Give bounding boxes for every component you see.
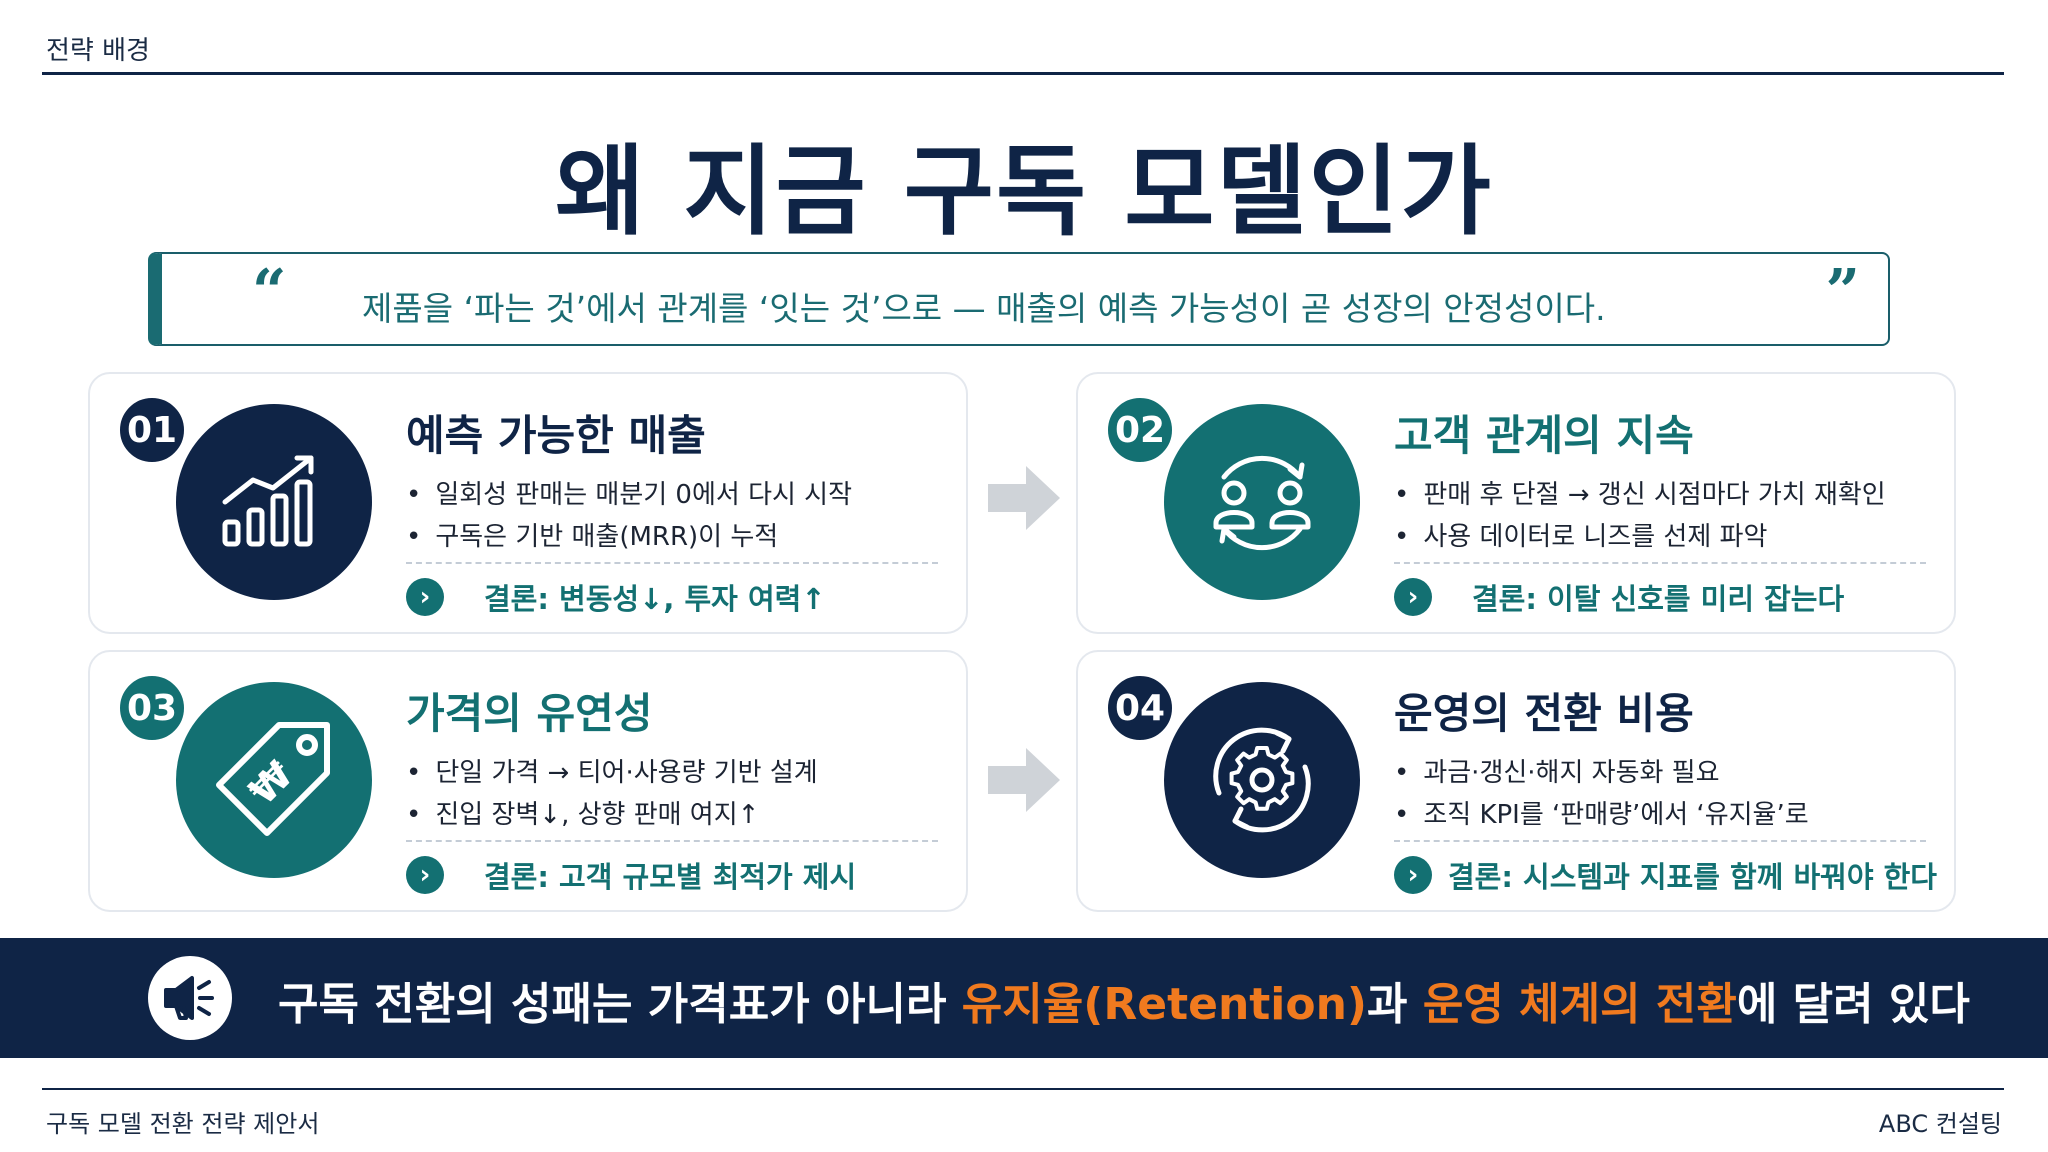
banner-highlight: 운영 체계의 전환 [1422, 979, 1737, 1030]
card-bullets: 판매 후 단절 → 갱신 시점마다 가치 재확인 사용 데이터로 니즈를 선제 … [1394, 474, 1886, 558]
banner-text-part: 에 달려 있다 [1736, 979, 1970, 1030]
card-predictable-revenue: 01 예측 가능한 매출 일회성 판매는 매분기 0에서 다시 시작 구독은 기… [88, 372, 968, 634]
dashed-divider [1394, 840, 1926, 842]
banner-text-part: 구독 전환의 성패는 가격표가 아니라 [278, 979, 962, 1030]
megaphone-icon [148, 956, 232, 1040]
chevron-right-icon: › [406, 578, 444, 616]
card-number-badge: 01 [116, 394, 188, 466]
banner-highlight: 유지율(Retention) [961, 979, 1368, 1030]
conclusion-text: 결론: 시스템과 지표를 함께 바꿔야 한다 [1448, 860, 1937, 894]
growth-chart-icon [176, 404, 372, 600]
card-title: 가격의 유연성 [406, 689, 653, 738]
list-item: 단일 가격 → 티어·사용량 기반 설계 [406, 752, 817, 794]
footer-document-title: 구독 모델 전환 전략 제안서 [46, 1110, 320, 1138]
card-title: 운영의 전환 비용 [1394, 689, 1694, 738]
list-item: 사용 데이터로 니즈를 선제 파악 [1394, 516, 1886, 558]
key-message-banner: 구독 전환의 성패는 가격표가 아니라 유지율(Retention)과 운영 체… [0, 938, 2048, 1058]
card-bullets: 단일 가격 → 티어·사용량 기반 설계 진입 장벽↓, 상향 판매 여지↑ [406, 752, 818, 836]
close-quote-mark: ” [1825, 257, 1860, 327]
chevron-right-icon: › [406, 856, 444, 894]
open-quote-mark: “ [252, 257, 287, 327]
card-operational-transition: 04 운영의 전환 비용 과금·갱신·해지 자동화 필요 조직 KPI를 ‘판매… [1076, 650, 1956, 912]
footer-company: ABC 컨설팅 [1878, 1110, 2002, 1138]
list-item: 일회성 판매는 매분기 0에서 다시 시작 [406, 474, 852, 516]
page-title: 왜 지금 구독 모델인가 [555, 135, 1493, 249]
card-number-badge: 03 [116, 672, 188, 744]
list-item: 과금·갱신·해지 자동화 필요 [1394, 752, 1809, 794]
list-item: 판매 후 단절 → 갱신 시점마다 가치 재확인 [1394, 474, 1885, 516]
chevron-right-icon: › [1394, 856, 1432, 894]
price-tag-icon: ₩ [176, 682, 372, 878]
card-conclusion: › 결론: 시스템과 지표를 함께 바꿔야 한다 [1394, 854, 1937, 896]
card-title: 예측 가능한 매출 [406, 411, 706, 460]
list-item: 조직 KPI를 ‘판매량’에서 ‘유지율’로 [1394, 794, 1808, 836]
dashed-divider [1394, 562, 1926, 564]
card-pricing-flexibility: 03 ₩ 가격의 유연성 단일 가격 → 티어·사용량 기반 설계 진입 장벽↓… [88, 650, 968, 912]
card-bullets: 일회성 판매는 매분기 0에서 다시 시작 구독은 기반 매출(MRR)이 누적 [406, 474, 852, 558]
quote-text: 제품을 ‘파는 것’에서 관계를 ‘잇는 것’으로 — 매출의 예측 가능성이 … [362, 289, 1606, 328]
banner-text-part: 과 [1367, 979, 1423, 1030]
card-conclusion: › 결론: 이탈 신호를 미리 잡는다 [1394, 576, 1844, 618]
gear-cycle-icon [1164, 682, 1360, 878]
conclusion-text: 결론: 고객 규모별 최적가 제시 [484, 860, 857, 894]
top-divider [42, 72, 2004, 75]
card-customer-relationship: 02 고객 관계의 지속 판매 후 단절 → 갱신 시점마다 가치 재확인 사용… [1076, 372, 1956, 634]
conclusion-text: 결론: 변동성↓, 투자 여력↑ [484, 582, 826, 616]
list-item: 진입 장벽↓, 상향 판매 여지↑ [406, 794, 818, 836]
list-item: 구독은 기반 매출(MRR)이 누적 [406, 516, 852, 558]
card-conclusion: › 결론: 고객 규모별 최적가 제시 [406, 854, 856, 896]
card-title: 고객 관계의 지속 [1394, 411, 1694, 460]
arrow-right-icon [988, 748, 1060, 812]
card-number-badge: 04 [1104, 672, 1176, 744]
card-bullets: 과금·갱신·해지 자동화 필요 조직 KPI를 ‘판매량’에서 ‘유지율’로 [1394, 752, 1809, 836]
arrow-right-icon [988, 466, 1060, 530]
bottom-divider [42, 1088, 2004, 1090]
card-conclusion: › 결론: 변동성↓, 투자 여력↑ [406, 576, 826, 618]
card-number-badge: 02 [1104, 394, 1176, 466]
conclusion-text: 결론: 이탈 신호를 미리 잡는다 [1472, 582, 1845, 616]
customer-cycle-icon [1164, 404, 1360, 600]
banner-message: 구독 전환의 성패는 가격표가 아니라 유지율(Retention)과 운영 체… [278, 968, 1970, 1032]
dashed-divider [406, 562, 938, 564]
quote-box: “ 제품을 ‘파는 것’에서 관계를 ‘잇는 것’으로 — 매출의 예측 가능성… [148, 252, 1890, 346]
chevron-right-icon: › [1394, 578, 1432, 616]
section-label: 전략 배경 [46, 36, 150, 66]
dashed-divider [406, 840, 938, 842]
